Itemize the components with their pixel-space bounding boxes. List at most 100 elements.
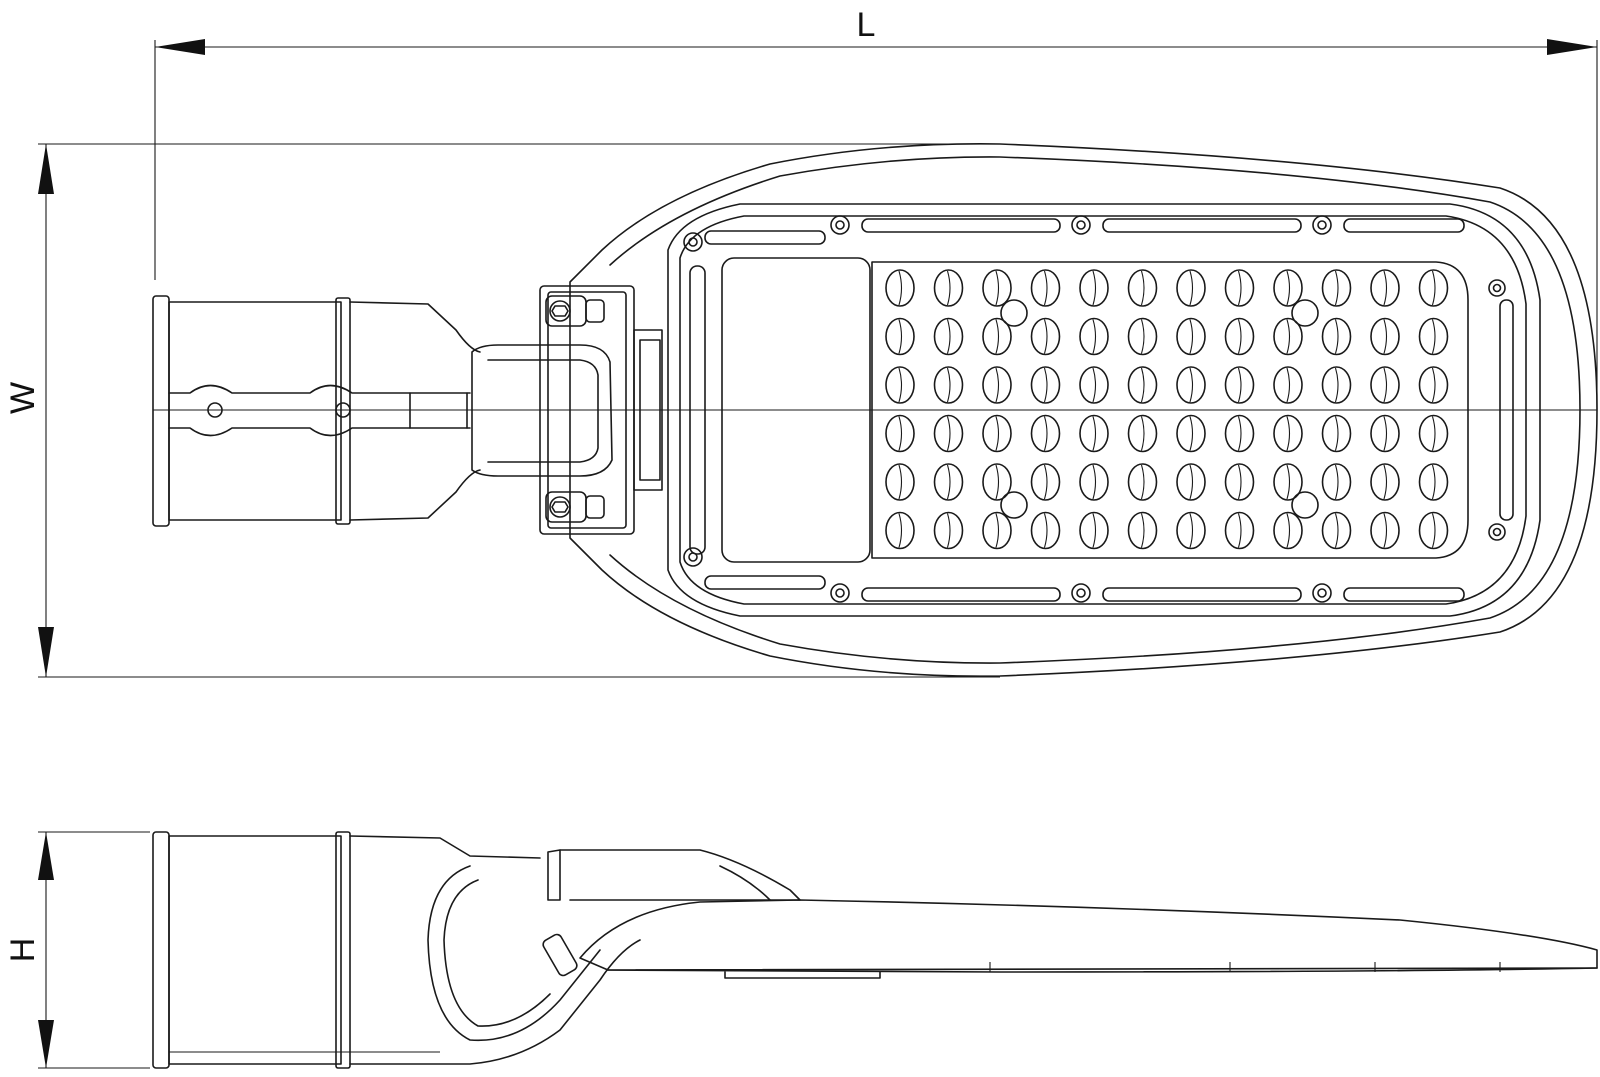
led-lens: [982, 366, 1012, 404]
led-lens: [1030, 511, 1061, 550]
led-lens: [982, 511, 1012, 550]
led-lens: [1079, 414, 1109, 453]
led-lens: [1030, 269, 1061, 307]
led-lens-divider: [946, 416, 951, 451]
led-lens-divider: [995, 319, 1000, 354]
led-lens-divider: [1431, 319, 1436, 354]
led-lens: [1127, 366, 1158, 404]
led-lens-divider: [1286, 464, 1291, 500]
length-dimension: L: [154, 6, 1598, 410]
mount-neck: [471, 344, 613, 477]
led-lens: [1030, 414, 1061, 453]
led-lens-divider: [1189, 464, 1194, 500]
led-lens: [1370, 463, 1400, 501]
led-lens: [1176, 463, 1206, 501]
led-lens: [1321, 269, 1352, 307]
led-lens-divider: [1140, 513, 1145, 548]
led-lens: [1418, 414, 1449, 453]
housing-screws: [683, 215, 1506, 603]
led-lens-divider: [898, 270, 903, 306]
led-lens-divider: [1140, 367, 1145, 403]
led-lens: [1273, 414, 1303, 453]
led-lens-divider: [1092, 319, 1097, 354]
led-lens: [1127, 511, 1158, 550]
led-lens: [1273, 366, 1303, 404]
led-lens: [1273, 511, 1303, 550]
led-lens: [1030, 317, 1061, 356]
led-lens-divider: [1237, 416, 1242, 451]
led-lens-divider: [898, 464, 903, 500]
led-lens-divider: [1383, 513, 1388, 548]
led-lens-divider: [995, 416, 1000, 451]
led-lens: [1030, 463, 1061, 501]
led-lens: [885, 269, 915, 307]
led-lens-divider: [1189, 367, 1194, 403]
led-lens-divider: [1383, 464, 1388, 500]
side-view: [152, 831, 1598, 1069]
led-lens: [1127, 463, 1158, 501]
led-lens: [1321, 366, 1352, 404]
led-lens: [1079, 463, 1109, 501]
led-lens-divider: [995, 270, 1000, 306]
led-lens: [1176, 317, 1206, 356]
led-lens: [885, 366, 915, 404]
led-lens-divider: [898, 416, 903, 451]
led-lens: [1321, 511, 1352, 550]
led-lens: [885, 511, 915, 550]
led-lens: [982, 317, 1012, 356]
led-lens-divider: [1043, 416, 1048, 451]
led-lens: [1224, 511, 1255, 550]
height-arrow-bottom: [38, 1020, 54, 1068]
led-lens: [1418, 366, 1449, 404]
led-lens-divider: [995, 464, 1000, 500]
led-lens: [885, 463, 915, 501]
led-lens-divider: [1043, 319, 1048, 354]
led-lens-divider: [946, 513, 951, 548]
led-lens: [933, 269, 964, 307]
led-lens: [1079, 366, 1109, 404]
led-lens: [1418, 511, 1449, 550]
pole-mount-tube: [152, 295, 1597, 527]
led-lens: [1127, 269, 1158, 307]
led-lens: [933, 511, 964, 550]
led-lens-divider: [1431, 464, 1436, 500]
led-lens-divider: [1334, 513, 1339, 548]
module-screw: [1291, 299, 1319, 327]
led-lens-divider: [1189, 270, 1194, 306]
led-lens-divider: [1237, 464, 1242, 500]
led-lens: [1176, 366, 1206, 404]
led-lens: [933, 366, 964, 404]
led-lens-divider: [1286, 270, 1291, 306]
led-lens-divider: [1043, 464, 1048, 500]
led-lens: [1224, 366, 1255, 404]
led-lens: [933, 317, 964, 356]
led-lens-divider: [1140, 270, 1145, 306]
led-lens-divider: [1092, 513, 1097, 548]
width-arrow-top: [38, 144, 54, 194]
led-lens-divider: [898, 319, 903, 354]
height-arrow-top: [38, 832, 54, 880]
led-lens-divider: [946, 464, 951, 500]
led-lens: [982, 463, 1012, 501]
led-lens-divider: [1286, 416, 1291, 451]
led-lens-divider: [995, 367, 1000, 403]
led-lens-divider: [1043, 513, 1048, 548]
led-lens-divider: [1237, 367, 1242, 403]
led-lens-divider: [1383, 270, 1388, 306]
led-lens-divider: [1286, 513, 1291, 548]
led-lens: [1321, 463, 1352, 501]
led-lens-divider: [1092, 270, 1097, 306]
led-lens: [1370, 317, 1400, 356]
led-lens-divider: [946, 319, 951, 354]
led-lens: [1418, 317, 1449, 356]
led-lens: [1273, 463, 1303, 501]
side-arm: [547, 849, 801, 901]
driver-cover: [721, 257, 871, 563]
led-lens-divider: [898, 513, 903, 548]
led-lens-divider: [1334, 319, 1339, 354]
housing-slots: [704, 218, 1514, 602]
led-lens-divider: [946, 270, 951, 306]
led-lens: [1079, 269, 1109, 307]
led-lens: [1370, 511, 1400, 550]
led-lens-divider: [1286, 319, 1291, 354]
